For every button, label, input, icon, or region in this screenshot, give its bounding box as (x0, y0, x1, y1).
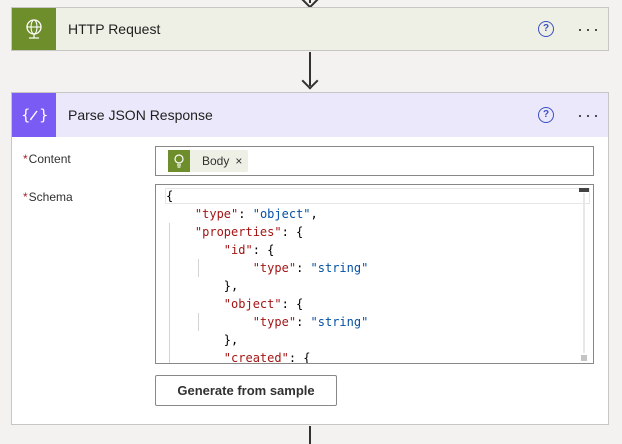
content-label: *Content (23, 152, 71, 166)
svg-text:{: { (21, 106, 31, 124)
code-line: "type": "object", (194, 207, 318, 221)
required-marker: * (23, 190, 28, 204)
connector-top (309, 0, 311, 3)
schema-label: *Schema (23, 190, 73, 204)
required-marker: * (23, 152, 28, 166)
content-input[interactable]: Body × (155, 146, 594, 176)
arrowhead-middle (301, 72, 319, 90)
code-line: "properties": { (194, 225, 304, 239)
http-help-icon[interactable]: ? (538, 21, 554, 37)
indent-guide (198, 313, 199, 331)
parse-json-title: Parse JSON Response (68, 107, 213, 123)
bulb-icon (168, 150, 190, 172)
schema-code[interactable]: { "type": "object", "properties": { "id"… (166, 187, 369, 364)
code-line: "created": { (223, 351, 311, 364)
indent-guide (198, 259, 199, 277)
parse-more-options-icon[interactable]: ··· (577, 105, 601, 125)
svg-text:}: } (39, 106, 47, 124)
code-line: "id": { (223, 243, 275, 257)
connector-bottom (309, 426, 311, 444)
code-line: "type": "string" (252, 261, 369, 275)
indent-guide (169, 223, 170, 363)
connector-middle (309, 52, 311, 86)
current-line-highlight (165, 188, 590, 204)
scrollbar-thumb[interactable] (579, 188, 589, 192)
scrollbar-end[interactable] (581, 355, 587, 361)
schema-editor[interactable]: { "type": "object", "properties": { "id"… (155, 184, 594, 364)
code-line: "object": { (223, 297, 304, 311)
vertical-scrollbar[interactable] (583, 193, 585, 353)
braces-pen-icon: { } (12, 93, 56, 137)
remove-token-icon[interactable]: × (235, 154, 243, 168)
parse-help-icon[interactable]: ? (538, 107, 554, 123)
body-token-label: Body (202, 154, 230, 168)
code-line: "type": "string" (252, 315, 369, 329)
code-line: { (166, 189, 174, 203)
http-request-card[interactable]: HTTP Request ? ··· (11, 7, 609, 51)
body-token[interactable]: Body × (168, 150, 249, 172)
generate-from-sample-button[interactable]: Generate from sample (155, 375, 337, 406)
globe-icon (12, 8, 56, 50)
http-more-options-icon[interactable]: ··· (577, 19, 601, 39)
code-line: }, (166, 333, 239, 347)
http-request-title: HTTP Request (68, 21, 161, 37)
code-line: }, (166, 279, 239, 293)
